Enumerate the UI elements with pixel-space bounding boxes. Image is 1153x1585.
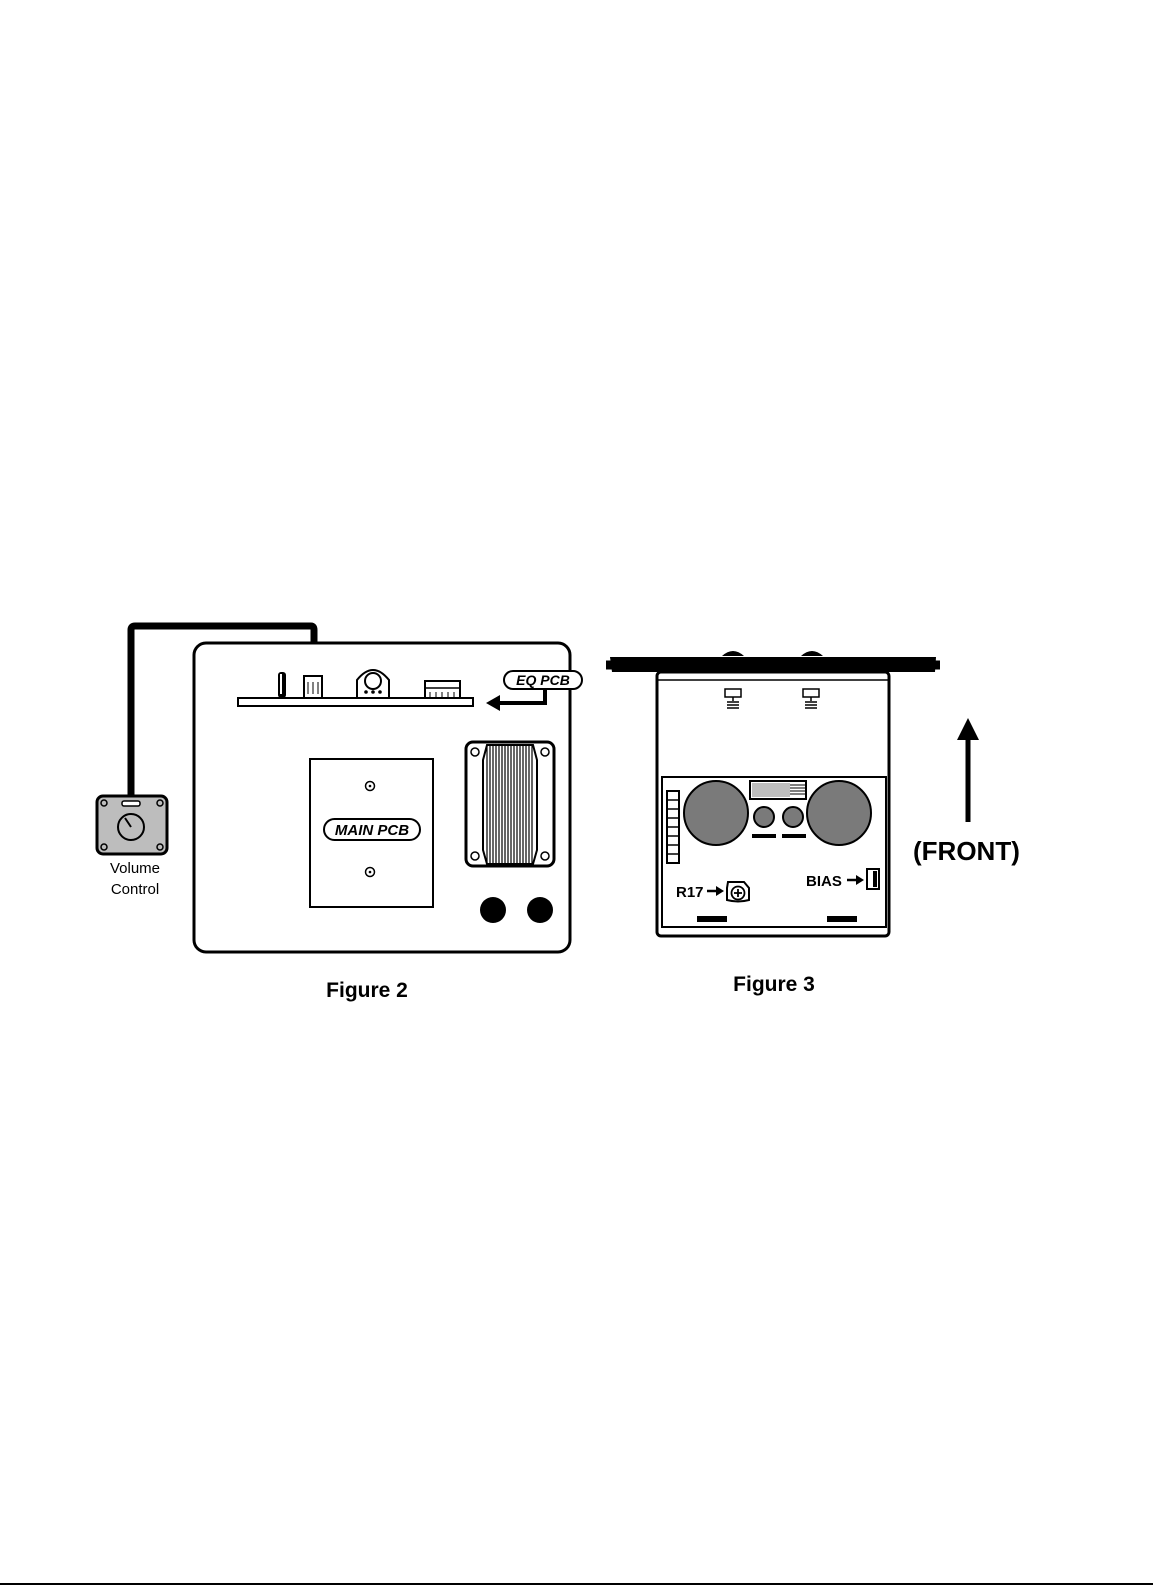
transformer-icon [466, 742, 554, 866]
eq-pcb-board [238, 698, 473, 706]
main-pcb-label: MAIN PCB [335, 822, 409, 839]
knob-right-icon [783, 807, 803, 827]
volume-label-line2: Control [111, 881, 159, 898]
speaker-right-icon [807, 781, 871, 845]
knob-left-icon [754, 807, 774, 827]
display-module-icon [750, 781, 806, 799]
connector-strip-icon [667, 791, 679, 863]
volume-control [97, 796, 167, 854]
r17-label: R17 [676, 884, 704, 901]
figure2-caption: Figure 2 [326, 979, 408, 1002]
figure3-caption: Figure 3 [733, 973, 815, 996]
ic-chip-icon [425, 681, 460, 698]
volume-label-line1: Volume [110, 860, 160, 877]
potentiometer-icon [357, 670, 389, 698]
speaker-left-icon [684, 781, 748, 845]
figure-3: R17 BIAS (FRONT) Figure 3 [606, 651, 1020, 996]
bias-label: BIAS [806, 873, 842, 890]
front-label: (FRONT) [913, 836, 1020, 866]
eq-pcb-label: EQ PCB [516, 672, 570, 688]
jack-icon [480, 897, 506, 923]
front-arrow-icon [957, 718, 979, 822]
jack-icon [527, 897, 553, 923]
bias-switch-icon [867, 869, 879, 889]
figure-2: Volume Control [97, 626, 582, 1002]
trimmer-pot-icon [727, 882, 749, 902]
